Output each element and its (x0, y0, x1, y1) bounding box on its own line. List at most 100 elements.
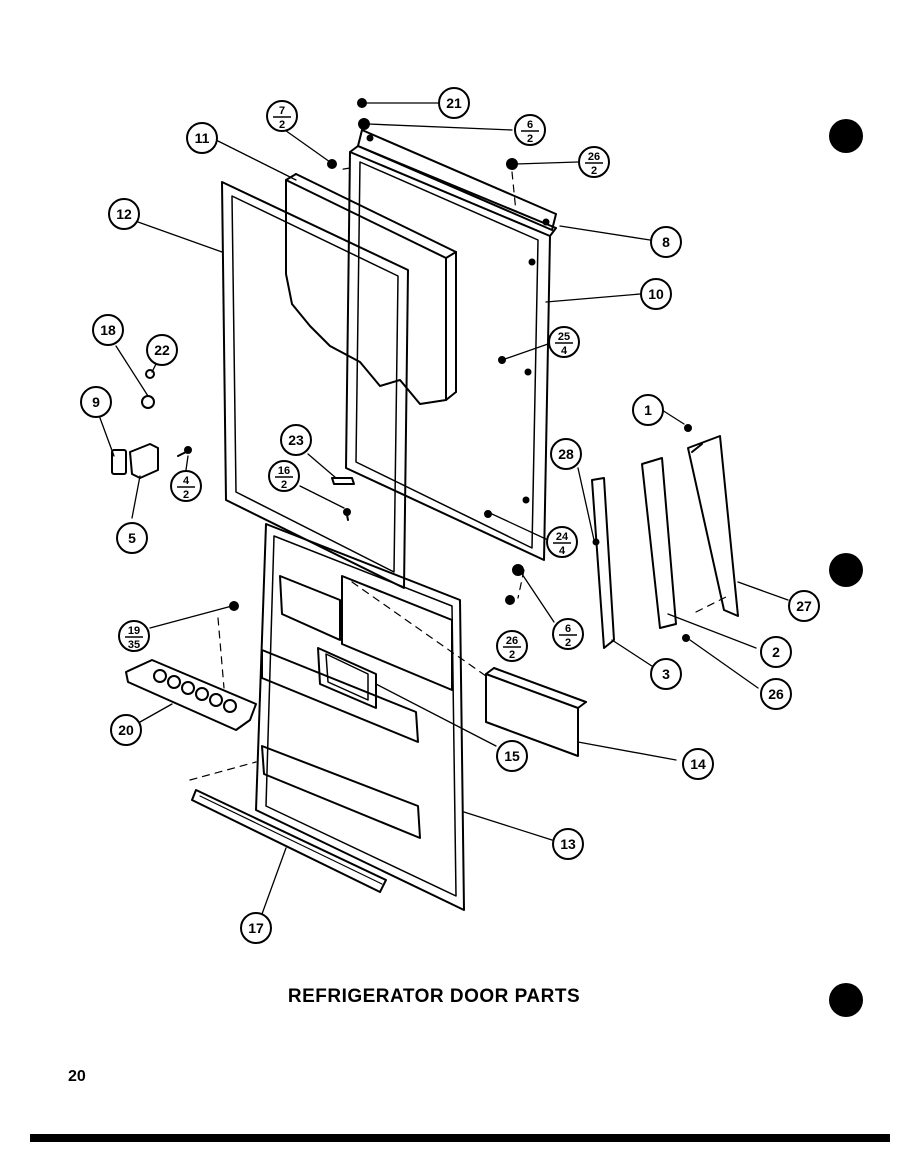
dairy-door (317, 647, 377, 709)
leader-lines (99, 102, 789, 915)
callout-denominator: 4 (559, 545, 566, 557)
callout-circle (546, 526, 578, 558)
callout-numerator: 6 (527, 119, 533, 131)
top-hinge-strip (357, 129, 557, 231)
callout-c18: 18 (92, 314, 124, 346)
callout-label: 18 (100, 322, 116, 338)
callout-label: 9 (92, 394, 100, 410)
callout-group: 2162262721112810254182294252316212824427… (80, 87, 820, 944)
callout-numerator: 7 (279, 105, 285, 117)
diagram-title: REFRIGERATOR DOOR PARTS (287, 986, 581, 1007)
callout-label: 10 (648, 286, 664, 302)
callout-denominator: 2 (591, 165, 597, 177)
hardware-screws (229, 98, 600, 611)
handle-parts (591, 424, 739, 649)
callout-circle (496, 740, 528, 772)
callout-label: 28 (558, 446, 574, 462)
registration-dot-top (829, 119, 863, 153)
callout-c3: 3 (650, 658, 682, 690)
bottom-retainer-bar (191, 789, 387, 893)
callout-label: 20 (118, 722, 134, 738)
alignment-lines (189, 167, 729, 781)
callout-circle (116, 522, 148, 554)
callout-label: 15 (504, 748, 520, 764)
hinge-parts-left (111, 369, 192, 479)
callout-c16: 162 (268, 460, 300, 492)
callout-c10: 10 (640, 278, 672, 310)
callout-label: 14 (690, 756, 706, 772)
callout-label: 23 (288, 432, 304, 448)
callout-label: 12 (116, 206, 132, 222)
callout-circle (496, 630, 528, 662)
callout-c14: 14 (682, 748, 714, 780)
callout-c15: 15 (496, 740, 528, 772)
callout-c28: 28 (550, 438, 582, 470)
callout-c27: 27 (788, 590, 820, 622)
registration-dot-middle (829, 553, 863, 587)
callout-label: 8 (662, 234, 670, 250)
callout-label: 26 (768, 686, 784, 702)
callout-denominator: 2 (281, 479, 287, 491)
callout-c6b: 62 (552, 618, 584, 650)
callout-label: 17 (248, 920, 264, 936)
callout-circle (240, 912, 272, 944)
callout-c6a: 62 (514, 114, 546, 146)
callout-label: 13 (560, 836, 576, 852)
inner-door-liner (255, 523, 465, 911)
scan-edge (30, 1134, 890, 1142)
registration-dot-bottom (829, 983, 863, 1017)
callout-denominator: 2 (527, 133, 533, 145)
callout-circle (108, 198, 140, 230)
shelf-bar (485, 667, 587, 757)
callout-numerator: 24 (556, 531, 569, 543)
callout-numerator: 26 (588, 151, 600, 163)
callout-c13: 13 (552, 828, 584, 860)
callout-c23: 23 (280, 424, 312, 456)
callout-circle (578, 146, 610, 178)
callout-circle (760, 678, 792, 710)
callout-c22: 22 (146, 334, 178, 366)
callout-denominator: 35 (128, 639, 140, 651)
callout-c26b: 262 (496, 630, 528, 662)
registration-marks (829, 119, 863, 1017)
callout-denominator: 2 (509, 649, 515, 661)
callout-circle (788, 590, 820, 622)
callout-circle (650, 658, 682, 690)
callout-label: 1 (644, 402, 652, 418)
callout-circle (80, 386, 112, 418)
callout-circle (118, 620, 150, 652)
callout-circle (92, 314, 124, 346)
callout-circle (760, 636, 792, 668)
callout-numerator: 25 (558, 331, 570, 343)
page-number: 20 (68, 1068, 86, 1085)
callout-label: 3 (662, 666, 670, 682)
callout-c12: 12 (108, 198, 140, 230)
callout-c5: 5 (116, 522, 148, 554)
callout-c26c: 26 (760, 678, 792, 710)
callout-c24: 244 (546, 526, 578, 558)
callout-circle (640, 278, 672, 310)
door-dike (285, 173, 457, 405)
callout-circle (170, 470, 202, 502)
callout-circle (146, 334, 178, 366)
callout-circle (650, 226, 682, 258)
callout-c11: 11 (186, 122, 218, 154)
callout-circle (632, 394, 664, 426)
callout-circle (548, 326, 580, 358)
door-gasket (221, 181, 409, 589)
outer-door-panel (345, 145, 557, 561)
callout-denominator: 4 (561, 345, 568, 357)
callout-c1: 1 (632, 394, 664, 426)
callout-circle (514, 114, 546, 146)
callout-circle (552, 618, 584, 650)
callout-c17: 17 (240, 912, 272, 944)
callout-numerator: 19 (128, 625, 140, 637)
callout-circle (280, 424, 312, 456)
egg-tray (125, 659, 257, 731)
callout-circle (438, 87, 470, 119)
callout-circle (550, 438, 582, 470)
callout-label: 21 (446, 95, 462, 111)
callout-c20: 20 (110, 714, 142, 746)
